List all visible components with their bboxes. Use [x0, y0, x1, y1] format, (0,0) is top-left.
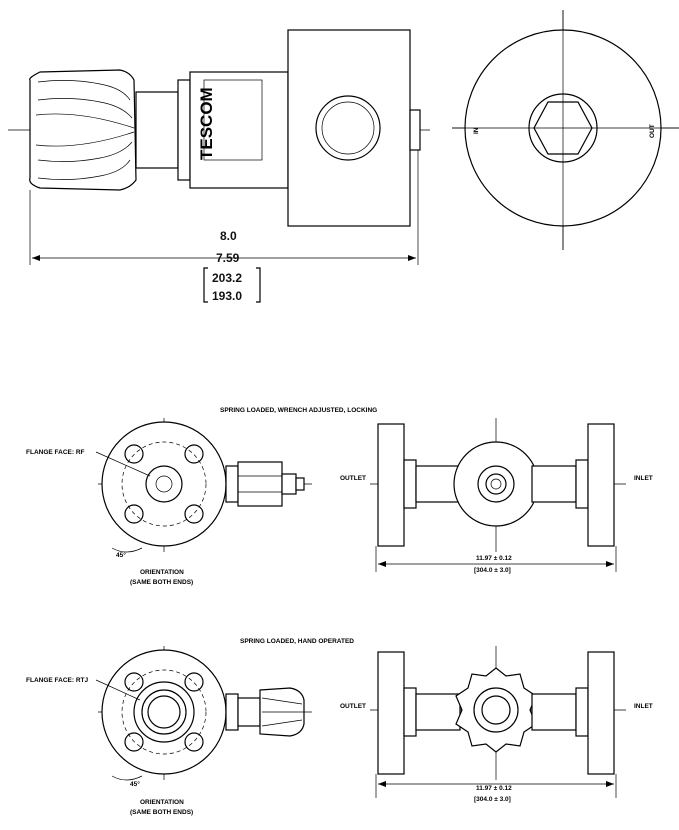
inlet-label-2: INLET	[634, 703, 653, 710]
port-in-label: IN	[473, 127, 480, 134]
port-out-label: OUT	[649, 124, 656, 138]
angle-label-2: 45°	[130, 780, 140, 788]
flange-face-label: FLANGE FACE: RF	[26, 449, 85, 456]
dim-in-1: 8.0	[220, 229, 237, 243]
dim-mm-2: 193.0	[212, 289, 242, 303]
flange-face-label-2: FLANGE FACE: RTJ	[26, 677, 88, 684]
outlet-label: OUTLET	[340, 475, 366, 482]
angle-label: 45°	[116, 551, 126, 559]
regulator-side-view: TESCOM 8.0 7.59 203.2 193.0	[8, 29, 430, 304]
brand-label: TESCOM	[197, 87, 216, 160]
hand-flange-view: FLANGE FACE: RTJ 45° ORIENTATION (SAME B…	[26, 646, 312, 816]
length-dim-mm-2: [304.0 ± 3.0]	[474, 796, 511, 803]
regulator-end-view: IN OUT	[452, 10, 679, 250]
wrench-valve-side-view: OUTLET INLET 11.97 ± 0.12 [304.0 ± 3.0]	[340, 418, 653, 574]
outlet-label-2: OUTLET	[340, 703, 366, 710]
inlet-label: INLET	[634, 475, 653, 482]
orientation-label-2: ORIENTATION	[140, 799, 184, 806]
section-wrench-title: SPRING LOADED, WRENCH ADJUSTED, LOCKING	[220, 407, 377, 414]
length-dim-in-2: 11.97 ± 0.12	[476, 785, 512, 792]
dim-mm-1: 203.2	[212, 271, 242, 285]
orientation-sub-label: (SAME BOTH ENDS)	[130, 579, 193, 586]
orientation-sub-label-2: (SAME BOTH ENDS)	[130, 809, 193, 816]
section-hand-title: SPRING LOADED, HAND OPERATED	[240, 638, 354, 645]
hand-valve-side-view: OUTLET INLET 11.97 ± 0.12 [304.0 ± 3.0]	[340, 646, 653, 803]
length-dim-mm: [304.0 ± 3.0]	[474, 567, 511, 574]
orientation-label: ORIENTATION	[140, 569, 184, 576]
dim-in-2: 7.59	[216, 251, 240, 265]
length-dim-in: 11.97 ± 0.12	[476, 555, 512, 562]
wrench-flange-view: FLANGE FACE: RF 45° ORIENTATION (SAME BO…	[26, 418, 312, 586]
